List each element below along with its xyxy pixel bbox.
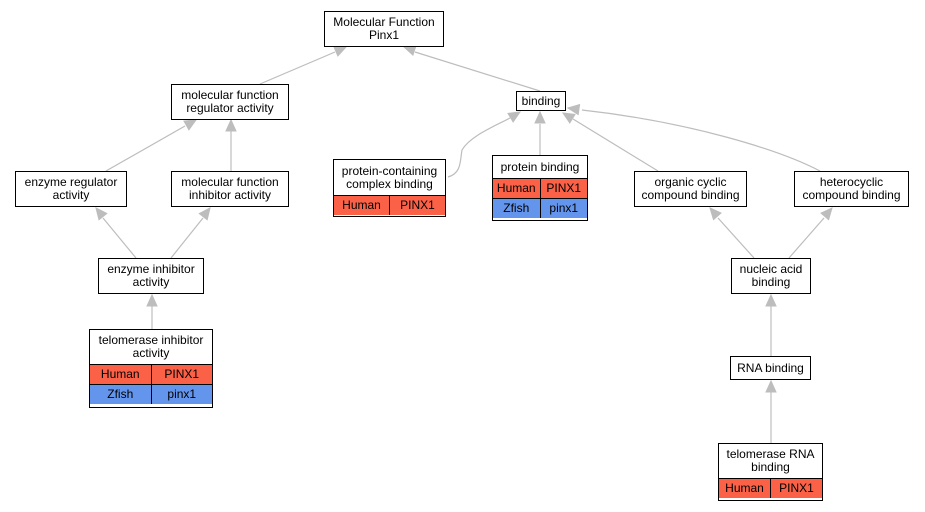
arrowhead-icon	[333, 46, 348, 57]
species-row-human: Human PINX1	[493, 178, 587, 198]
arrowhead-icon	[820, 207, 833, 221]
edge-occb-binding	[561, 112, 659, 172]
species-row-zfish: Zfish pinx1	[493, 198, 587, 218]
species-row-human: Human PINX1	[334, 195, 445, 215]
species-row-zfish: Zfish pinx1	[90, 384, 212, 404]
arrowhead-icon	[765, 293, 777, 307]
arrowhead-icon	[225, 118, 237, 132]
edge-eia-mfia	[170, 207, 211, 259]
arrowhead-icon	[95, 207, 108, 221]
edge-eia-era	[95, 207, 137, 259]
edge-nab-occb	[709, 207, 755, 259]
arrowhead-icon	[765, 379, 777, 393]
gene-label: pinx1	[150, 385, 213, 404]
gene-label: PINX1	[770, 479, 822, 498]
species-label: Human	[342, 198, 381, 212]
species-row-human: Human PINX1	[719, 478, 822, 498]
edge-tia-eia	[146, 293, 158, 329]
edge-nab-hcb	[788, 207, 833, 259]
gene-label: PINX1	[150, 365, 213, 384]
arrowhead-icon	[561, 112, 576, 124]
arrowhead-icon	[198, 207, 211, 221]
node-binding[interactable]: binding	[516, 91, 566, 111]
species-label: Zfish	[107, 387, 134, 401]
edge-era-mfra	[105, 119, 198, 172]
edge-rnab-nab	[765, 293, 777, 356]
edge-pccb-binding	[447, 111, 522, 178]
node-rna-binding[interactable]: RNA binding	[730, 356, 811, 380]
node-protein-binding[interactable]: protein binding Human PINX1 Zfish pinx1	[492, 155, 588, 221]
arrowhead-icon	[507, 111, 522, 123]
gene-label: pinx1	[539, 199, 588, 218]
species-label: Human	[496, 181, 536, 195]
edge-hcb-binding	[566, 103, 821, 172]
arrowhead-icon	[534, 110, 546, 124]
species-label: Zfish	[503, 201, 530, 215]
species-label: Human	[100, 367, 140, 381]
edge-trb-rnab	[765, 379, 777, 443]
arrowhead-icon	[402, 45, 417, 57]
species-label: Human	[725, 481, 764, 495]
arrowhead-icon	[146, 293, 158, 307]
edge-pb-binding	[534, 110, 546, 155]
edge-binding-root	[402, 45, 541, 92]
arrowhead-icon	[709, 207, 722, 221]
edge-mfra-root	[259, 46, 348, 85]
species-row-human: Human PINX1	[90, 364, 212, 384]
arrowhead-icon	[183, 119, 198, 131]
edge-mfia-mfra	[225, 118, 237, 171]
gene-label: PINX1	[539, 179, 588, 198]
gene-label: PINX1	[389, 196, 445, 215]
arrowhead-icon	[566, 103, 581, 116]
